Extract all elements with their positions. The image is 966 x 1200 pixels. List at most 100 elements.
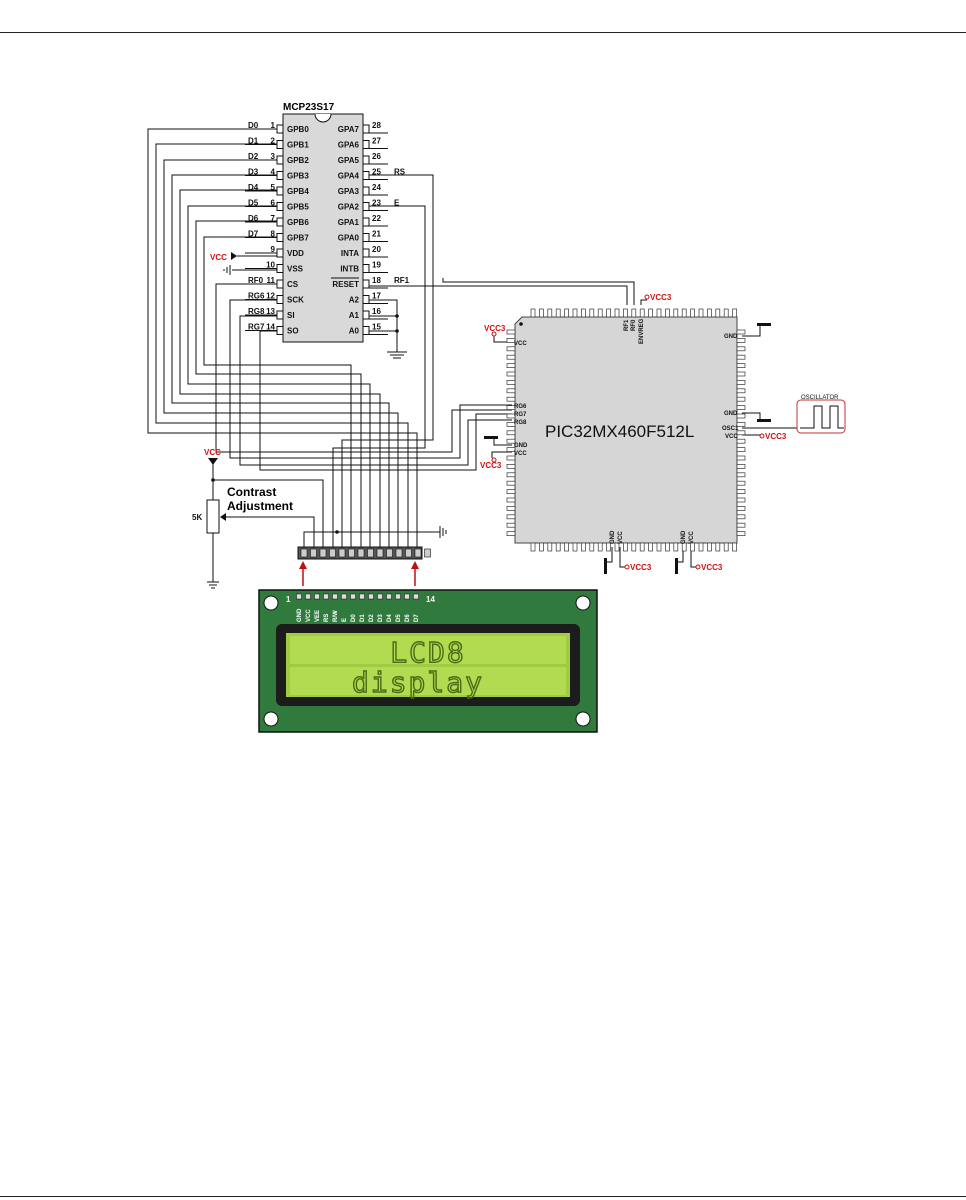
lcd-pin-last: 14 xyxy=(426,595,435,604)
pot-resistor xyxy=(206,499,220,534)
lcd-header-connector xyxy=(297,546,431,560)
mcu-bottom-vcc3-1: VCC3 xyxy=(630,563,652,572)
lcd-line-2: display xyxy=(352,666,484,699)
expander-pin-num: 11 xyxy=(267,276,276,285)
mcu-bottom-vcc3-2: VCC3 xyxy=(701,563,723,572)
expander-pin-name: VSS xyxy=(287,265,304,274)
top-rule xyxy=(0,32,966,33)
mcu-left-rg7: RG7 xyxy=(514,412,527,418)
oscillator-box xyxy=(796,399,846,434)
expander-pin-net: E xyxy=(394,199,400,208)
expander-pin-num: 24 xyxy=(372,183,381,192)
expander-pin-name: GPA7 xyxy=(338,125,360,134)
header-pin xyxy=(310,548,317,558)
expander-pin-net: RF0 xyxy=(248,276,264,285)
lcd-pad xyxy=(377,593,383,600)
expander-pin-net: D1 xyxy=(248,137,259,146)
lcd-pad xyxy=(296,593,302,600)
pic32-chip: PIC32MX460F512L RF1 RF0 ENVREG VCC3 VCC … xyxy=(480,293,787,572)
expander-left-pin-stub xyxy=(276,140,284,149)
expander-right-pin-stub xyxy=(362,202,370,211)
oscillator-waveform xyxy=(800,405,844,429)
expander-left-pin-stub xyxy=(276,295,284,304)
expander-pin-num: 13 xyxy=(266,307,275,316)
header-pin xyxy=(405,548,412,558)
expander-pin-num: 19 xyxy=(372,261,381,270)
lcd-hole-br xyxy=(575,711,591,727)
expander-left-pin-stub xyxy=(276,264,284,273)
expander-left-pin-stub xyxy=(276,248,284,258)
mcu-bottom-vcc1: VCC xyxy=(618,531,624,544)
header-pin xyxy=(395,548,403,558)
mcu-left-rg8: RG8 xyxy=(514,420,527,426)
expander-right-pin-stub xyxy=(362,186,370,196)
lcd-hole-bl xyxy=(263,711,279,727)
expander-pin-name: GPA2 xyxy=(338,203,360,212)
lcd-pad xyxy=(323,593,329,600)
expander-pin-name: SI xyxy=(287,311,295,320)
expander-pin-net: RG6 xyxy=(248,292,265,301)
lcd-pin-label: RS xyxy=(324,614,330,622)
vcc-arrow xyxy=(231,252,237,260)
mcu-bottom-gnd2: GND xyxy=(681,530,687,544)
lcd-pad xyxy=(359,593,365,600)
lcd-pad xyxy=(350,593,356,600)
expander-pin-name: INTB xyxy=(340,265,359,274)
expander-pin-name: A2 xyxy=(349,296,360,305)
lcd-pad xyxy=(404,593,410,600)
pot-wiper-arrow xyxy=(220,513,226,521)
expander-right-pin-stub xyxy=(362,295,370,304)
lcd-pin-label: D2 xyxy=(369,614,375,622)
header-pin xyxy=(357,548,365,558)
expander-pin-name: GPA1 xyxy=(338,218,360,227)
lcd-pin-label: D0 xyxy=(351,614,357,622)
lcd-pin-label: D1 xyxy=(360,614,366,622)
contrast-potentiometer: VCC 5K Contrast Adjustment xyxy=(192,448,293,534)
lcd-pad xyxy=(341,593,347,600)
expander-pin-num: 16 xyxy=(372,307,381,316)
expander-right-pin-stub xyxy=(362,155,370,165)
header-pin xyxy=(338,548,346,558)
expander-pin-name: CS xyxy=(287,280,299,289)
expander-left-pin-stub xyxy=(276,217,284,227)
expander-pin-net: D3 xyxy=(248,168,259,177)
mcu-left-vcc: VCC xyxy=(514,341,527,347)
arrow-pin1 xyxy=(299,561,307,569)
expander-pin-num: 1 xyxy=(271,121,276,130)
lcd-pad xyxy=(305,593,311,600)
header-pin xyxy=(386,548,393,558)
expander-pin-net: D5 xyxy=(248,199,259,208)
expander-pin-net: D0 xyxy=(248,121,259,130)
expander-pin-num: 10 xyxy=(266,261,275,270)
expander-right-pin-stub xyxy=(362,233,370,242)
junctions xyxy=(211,314,399,534)
expander-left-pin-stub xyxy=(276,326,284,335)
expander-pin-net: D2 xyxy=(248,152,259,161)
mcu-right-vcc3: VCC3 xyxy=(765,432,787,441)
pot-value: 5K xyxy=(192,513,202,522)
mcu-right-osc1: OSC1 xyxy=(722,426,739,432)
mcu-pin-envreg: ENVREG xyxy=(639,318,645,344)
mcu-left-vcc3-bot: VCC3 xyxy=(480,461,502,470)
expander-pin-num: 2 xyxy=(271,137,276,146)
pot-vcc-label: VCC xyxy=(204,448,221,457)
expander-left-pin-stub xyxy=(276,155,284,165)
vdd-vcc-label: VCC xyxy=(210,253,227,262)
expander-pin-num: 27 xyxy=(372,137,381,146)
expander-pin-name: GPB0 xyxy=(287,125,309,134)
pot-vcc-arrow xyxy=(208,458,218,465)
expander-pin-net: RF1 xyxy=(394,276,410,285)
expander-pin-name: GPB1 xyxy=(287,141,309,150)
expander-pin-name: GPA0 xyxy=(338,234,360,243)
lcd-row-1 xyxy=(290,636,566,664)
expander-pin-name: GPA3 xyxy=(338,187,360,196)
lcd-pin-first: 1 xyxy=(286,595,291,604)
mcu-right-gnd-top: GND xyxy=(724,334,738,340)
expander-right-pin-stub xyxy=(362,140,370,149)
lcd-pin-label: D5 xyxy=(396,614,402,622)
arrow-pin14 xyxy=(411,561,419,569)
expander-right-pin-stub xyxy=(362,171,370,180)
expander-pin-name: GPB3 xyxy=(287,172,309,181)
